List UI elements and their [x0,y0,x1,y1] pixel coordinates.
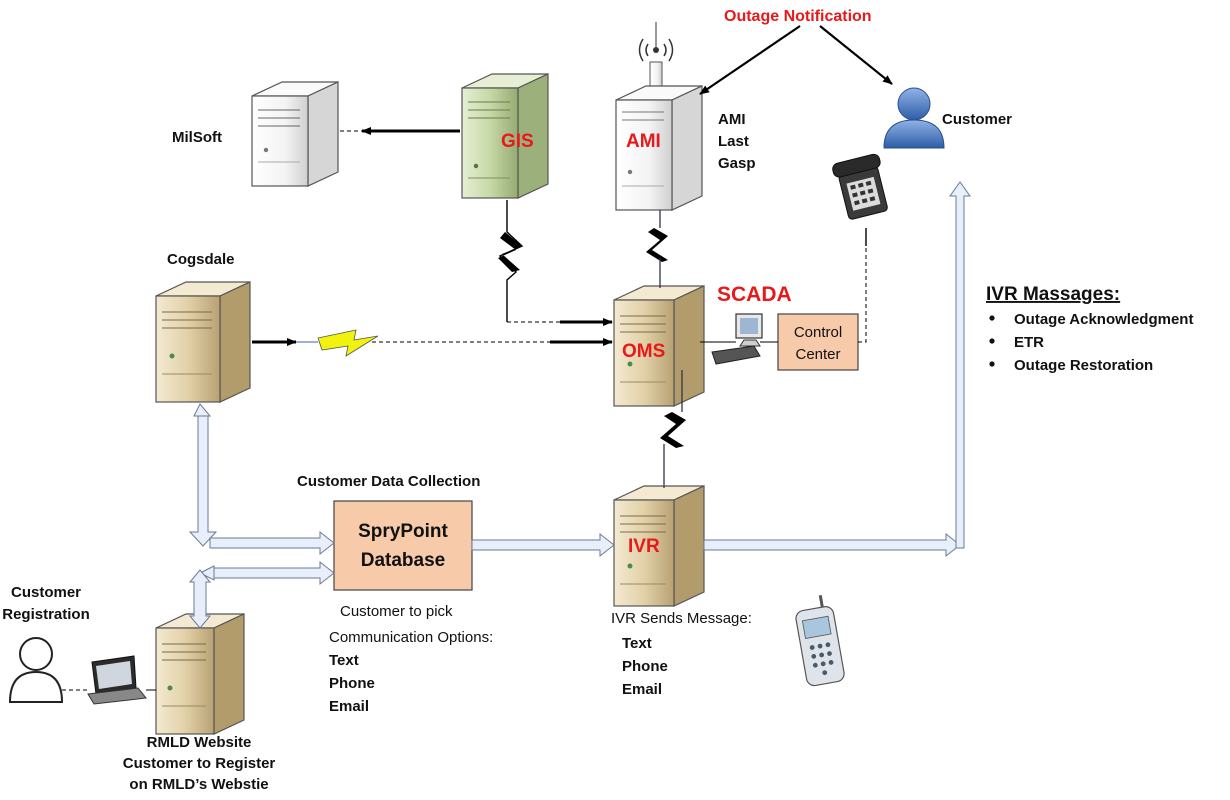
sprypoint-label-1: SpryPoint [358,521,448,542]
control-center-box [777,313,859,371]
scada-label: SCADA [717,283,792,306]
ivr-to-customer-double-arrow [703,181,971,558]
customer-icon [883,87,945,149]
ivr-messages-title: IVR Massages: [986,284,1120,305]
oms-label: OMS [622,341,665,362]
gis-lightning-icon [498,200,524,322]
cell-phone-icon [795,595,845,687]
customer-registration-label-2: Registration [2,606,90,623]
ivr-label: IVR [628,536,660,557]
rmld-label-1: RMLD Website [147,734,252,751]
rmld-label-2: Customer to Register [123,755,276,772]
pick-options-label-2: Communication Options: [329,629,493,646]
milsoft-server-icon [251,81,339,187]
laptop-icon [87,655,156,705]
ivr-server-icon [613,485,705,607]
ivr-sends-label-1: IVR Sends Message: [611,610,752,627]
oms-ivr-lightning-icon [660,412,686,448]
gis-label: GIS [501,131,534,152]
outage-arrow-to-ami [699,25,801,95]
cogsdale-server-icon [155,281,251,403]
ivr-sends-label-3: Phone [622,658,668,675]
ivr-sends-label-2: Text [622,635,652,652]
phone-icon [832,153,888,220]
ivr-message-item: Outage Acknowledgment [1014,311,1193,328]
control-center-label-2: Center [795,346,840,363]
sprypoint-to-ivr-double-arrow [471,532,615,558]
pick-options-label-3: Text [329,652,359,669]
cogsdale-label: Cogsdale [167,251,235,268]
customer-data-collection-label: Customer Data Collection [297,473,480,490]
ami-server-icon [615,22,703,211]
pick-options-label-1: Customer to pick [340,603,453,620]
customer-label: Customer [942,111,1012,128]
outage-arrow-to-customer [819,25,893,85]
rmld-label-3: on RMLD’s Webstie [129,776,268,793]
control-center-label-1: Control [794,324,842,341]
to-sprypoint-double-arrow-top [209,530,335,556]
ami-side-label-1: AMI [718,111,746,128]
cogsdale-lightning-icon [317,329,379,357]
ami-side-label-2: Last [718,133,749,150]
rmld-vertical-double-arrow [188,569,212,629]
ivr-sends-label-4: Email [622,681,662,698]
ami-label: AMI [626,131,661,152]
ivr-message-item: ETR [1014,334,1044,351]
rmld-website-server-icon [155,613,245,735]
ami-side-label-3: Gasp [718,155,756,172]
oms-server-icon [613,285,705,407]
gis-server-icon [461,73,549,199]
sprypoint-label-2: Database [361,550,446,571]
ivr-messages-list: Outage Acknowledgment ETR Outage Restora… [989,311,1193,374]
ivr-message-item: Outage Restoration [1014,357,1153,374]
customer-registration-label-1: Customer [11,584,81,601]
control-center-to-phone-dashed [858,246,867,343]
registration-person-icon [8,637,88,703]
scada-computer-icon [711,313,763,365]
outage-notification-label: Outage Notification [724,8,872,25]
to-sprypoint-double-arrow-bottom [198,560,335,586]
pick-options-label-5: Email [329,698,369,715]
pick-options-label-4: Phone [329,675,375,692]
cogsdale-vertical-double-arrow [188,403,218,547]
milsoft-label: MilSoft [172,129,222,146]
sprypoint-database-box [333,500,473,591]
ami-lightning-icon [646,228,668,262]
